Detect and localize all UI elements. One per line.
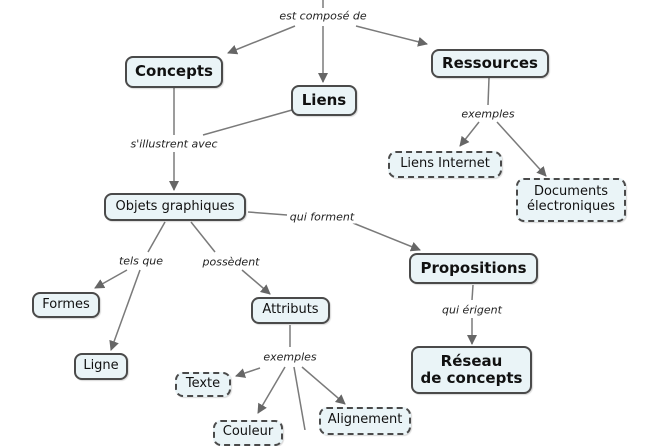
node-documents-electroniques[interactable]: Documents électroniques — [516, 178, 626, 222]
connector-to-attributs — [241, 269, 271, 295]
link-label-qui-forment: qui forment — [287, 210, 357, 224]
node-formes-text: Formes — [42, 296, 90, 312]
node-objets-graphiques[interactable]: Objets graphiques — [104, 193, 246, 221]
node-documents-line2: électroniques — [527, 199, 615, 214]
connector-to-liens-internet — [459, 121, 480, 147]
node-liens-text: Liens — [301, 90, 347, 109]
node-propositions-text: Propositions — [420, 258, 527, 277]
node-liens[interactable]: Liens — [291, 85, 357, 116]
link-label-exemples-ressources: exemples — [459, 107, 517, 121]
connector-to-ressources — [355, 25, 428, 47]
link-label-est-compose-de: est composé de — [277, 9, 369, 23]
node-reseau-line2: de concepts — [420, 369, 523, 387]
node-liens-internet-text: Liens Internet — [400, 156, 490, 172]
connector-to-texte — [235, 367, 261, 378]
node-concepts[interactable]: Concepts — [125, 56, 223, 88]
connector-to-offscreen — [293, 366, 306, 430]
connector-liens-illustrent — [202, 109, 293, 136]
node-attributs[interactable]: Attributs — [251, 297, 330, 324]
node-concepts-text: Concepts — [135, 62, 213, 81]
node-couleur[interactable]: Couleur — [213, 420, 283, 446]
connector-objets-forment — [247, 211, 288, 216]
link-label-possedent: possèdent — [200, 255, 262, 269]
node-ressources[interactable]: Ressources — [431, 49, 549, 78]
connector-ressources-exemples — [487, 77, 490, 106]
connector-to-alignement — [301, 366, 346, 405]
node-alignement-text: Alignement — [327, 412, 403, 427]
node-texte-text: Texte — [185, 376, 221, 392]
node-liens-internet[interactable]: Liens Internet — [388, 151, 502, 178]
node-texte[interactable]: Texte — [175, 372, 231, 397]
node-alignement[interactable]: Alignement — [319, 407, 411, 435]
node-couleur-text: Couleur — [222, 424, 274, 439]
node-attributs-text: Attributs — [262, 302, 319, 318]
connector-to-propositions — [352, 222, 421, 252]
link-label-exemples-attributs: exemples — [261, 350, 319, 364]
node-reseau-de-concepts[interactable]: Réseau de concepts — [411, 346, 532, 394]
node-objets-graphiques-text: Objets graphiques — [115, 198, 235, 214]
connector-to-ligne — [109, 269, 141, 351]
connector-to-documents — [496, 121, 547, 177]
connector-propositions-erigent — [471, 284, 474, 301]
link-label-s-illustrent-avec: s'illustrent avec — [128, 137, 220, 151]
node-ligne[interactable]: Ligne — [74, 353, 128, 380]
node-documents-line1: Documents — [533, 184, 609, 200]
concept-map-connectors — [94, 0, 547, 430]
node-reseau-line1: Réseau — [440, 351, 503, 370]
connector-objets-possedent — [190, 221, 216, 253]
node-propositions[interactable]: Propositions — [409, 253, 538, 284]
node-ligne-text: Ligne — [83, 358, 119, 374]
connector-objets-tels — [147, 221, 166, 253]
node-formes[interactable]: Formes — [32, 292, 100, 318]
connector-to-concepts — [227, 25, 296, 55]
link-label-tels-que: tels que — [116, 254, 166, 268]
connector-to-couleur — [257, 366, 286, 414]
link-label-qui-erigent: qui érigent — [440, 303, 504, 317]
node-ressources-text: Ressources — [442, 53, 538, 72]
connector-to-formes — [94, 269, 128, 289]
